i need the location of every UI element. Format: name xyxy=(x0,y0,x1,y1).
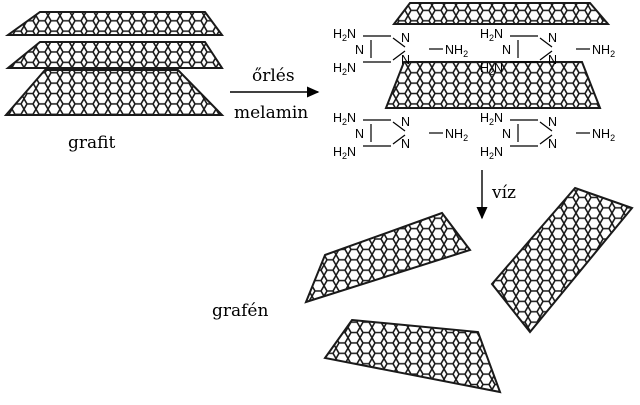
ring-nitrogen: N xyxy=(401,115,410,129)
amine-top-left: H2N xyxy=(480,111,503,127)
amine-bottom-left: H2N xyxy=(480,145,503,161)
graphene-label: grafén xyxy=(212,301,268,321)
amine-right: NH2 xyxy=(592,43,615,59)
amine-top-left: H2N xyxy=(480,27,503,43)
ring-bond xyxy=(539,37,553,48)
ring-nitrogen: N xyxy=(548,31,557,45)
ring-nitrogen: N xyxy=(355,127,364,141)
graphene-sheet-right xyxy=(490,186,634,334)
graphite-stack xyxy=(3,11,225,116)
water-label: víz xyxy=(491,183,516,203)
graphene-sheet-bottom xyxy=(323,318,502,394)
ring-nitrogen: N xyxy=(401,53,410,67)
ring-bond xyxy=(392,50,406,61)
graphite-sheet-top xyxy=(4,11,224,36)
ring-nitrogen: N xyxy=(502,43,511,57)
ring-bond xyxy=(539,121,553,132)
ring-nitrogen: N xyxy=(548,53,557,67)
milling-label: őrlés xyxy=(252,66,295,86)
ring-bond xyxy=(392,121,406,132)
melamine-reagent-label: melamin xyxy=(234,103,308,123)
ring-nitrogen: N xyxy=(401,31,410,45)
graphite-label: grafit xyxy=(68,133,115,153)
graphite-sheet-bottom xyxy=(3,69,225,116)
ring-nitrogen: N xyxy=(355,43,364,57)
graphene-sheets xyxy=(304,186,634,394)
ring-bond xyxy=(392,134,406,145)
amine-right: NH2 xyxy=(445,43,468,59)
ring-bond xyxy=(539,50,553,61)
ring-nitrogen: N xyxy=(548,115,557,129)
ring-bond xyxy=(539,134,553,145)
graphite-sheet-middle xyxy=(5,41,224,69)
ring-bond xyxy=(392,37,406,48)
ring-nitrogen: N xyxy=(502,127,511,141)
intercalated-sheet-top xyxy=(391,2,611,25)
ring-nitrogen: N xyxy=(401,137,410,151)
graphene-sheet-left xyxy=(304,211,472,304)
amine-top-left: H2N xyxy=(333,27,356,43)
amine-top-left: H2N xyxy=(333,111,356,127)
amine-right: NH2 xyxy=(445,127,468,143)
ring-nitrogen: N xyxy=(548,137,557,151)
intercalated-stack xyxy=(384,2,611,109)
amine-bottom-left: H2N xyxy=(480,61,503,77)
amine-bottom-left: H2N xyxy=(333,145,356,161)
amine-bottom-left: H2N xyxy=(333,61,356,77)
amine-right: NH2 xyxy=(592,127,615,143)
